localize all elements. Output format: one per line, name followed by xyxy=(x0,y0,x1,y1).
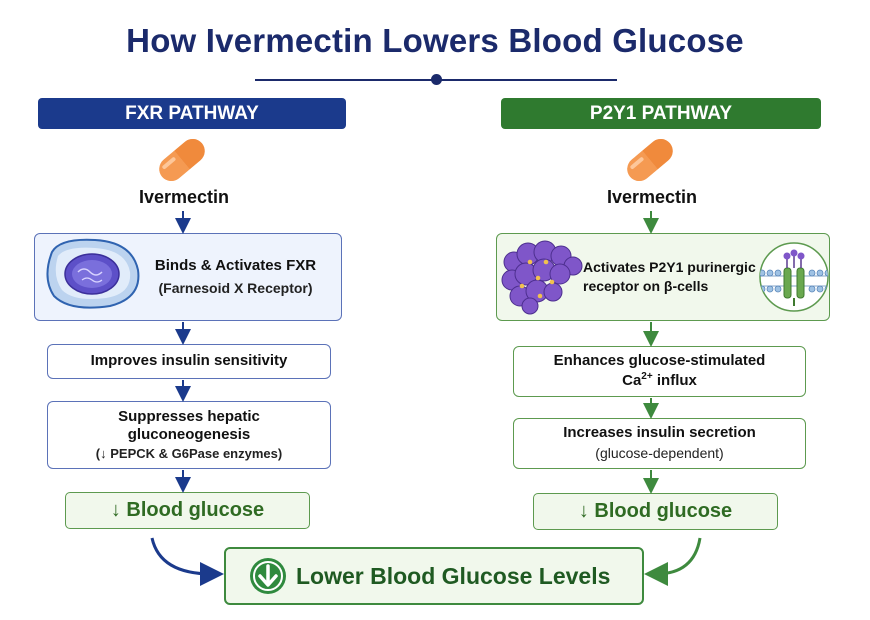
influx-text: influx xyxy=(652,372,697,389)
p2y1-step1-line2: receptor on β-cells xyxy=(583,278,709,294)
p2y1-drug-label: Ivermectin xyxy=(606,187,698,207)
final-outcome-label: Lower Blood Glucose Levels xyxy=(296,563,611,589)
p2y1-step2-line2: Ca2+ influx xyxy=(622,371,697,391)
fxr-step3-line1: Suppresses hepatic xyxy=(118,407,260,425)
fxr-step2-text: Improves insulin sensitivity xyxy=(90,352,288,370)
fxr-pathway-header: FXR PATHWAY xyxy=(38,98,346,129)
final-outcome-box xyxy=(224,547,644,605)
p2y1-step1-line1: Activates P2Y1 purinergic xyxy=(583,258,756,275)
fxr-step-gluconeogenesis: Suppresses hepatic gluconeogenesis (↓ PE… xyxy=(47,401,331,469)
fxr-result-blood-glucose: ↓ Blood glucose xyxy=(65,492,310,529)
fxr-drug-label: Ivermectin xyxy=(138,187,230,207)
fxr-step1-subtitle: (Farnesoid X Receptor) xyxy=(158,279,313,296)
p2y1-step3-line1: Increases insulin secretion xyxy=(563,424,756,442)
p2y1-step-insulin-secretion: Increases insulin secretion (glucose-dep… xyxy=(513,418,806,469)
p2y1-step3-line2: (glucose-dependent) xyxy=(595,445,724,462)
fxr-step-binds-fxr: Binds & Activates FXR (Farnesoid X Recep… xyxy=(34,233,342,321)
page-title: How Ivermectin Lowers Blood Glucose xyxy=(126,22,744,59)
fxr-step3-line3: (↓ PEPCK & G6Pase enzymes) xyxy=(95,446,283,462)
p2y1-result-blood-glucose: ↓ Blood glucose xyxy=(533,493,778,530)
title-divider-dot xyxy=(431,74,442,85)
fxr-step1-title: Binds & Activates FXR xyxy=(154,256,317,274)
p2y1-pathway-header: P2Y1 PATHWAY xyxy=(501,98,821,129)
fxr-step3-line2: gluconeogenesis xyxy=(127,426,251,444)
p2y1-step-activates-receptor: Activates P2Y1 purinergic receptor on β-… xyxy=(496,233,830,321)
p2y1-step2-line1: Enhances glucose-stimulated xyxy=(553,352,766,370)
p2y1-step-calcium-influx: Enhances glucose-stimulated Ca2+ influx xyxy=(513,346,806,397)
calcium-symbol: Ca xyxy=(622,372,642,389)
calcium-charge: 2+ xyxy=(641,371,653,382)
fxr-step-insulin-sensitivity: Improves insulin sensitivity xyxy=(47,344,331,379)
